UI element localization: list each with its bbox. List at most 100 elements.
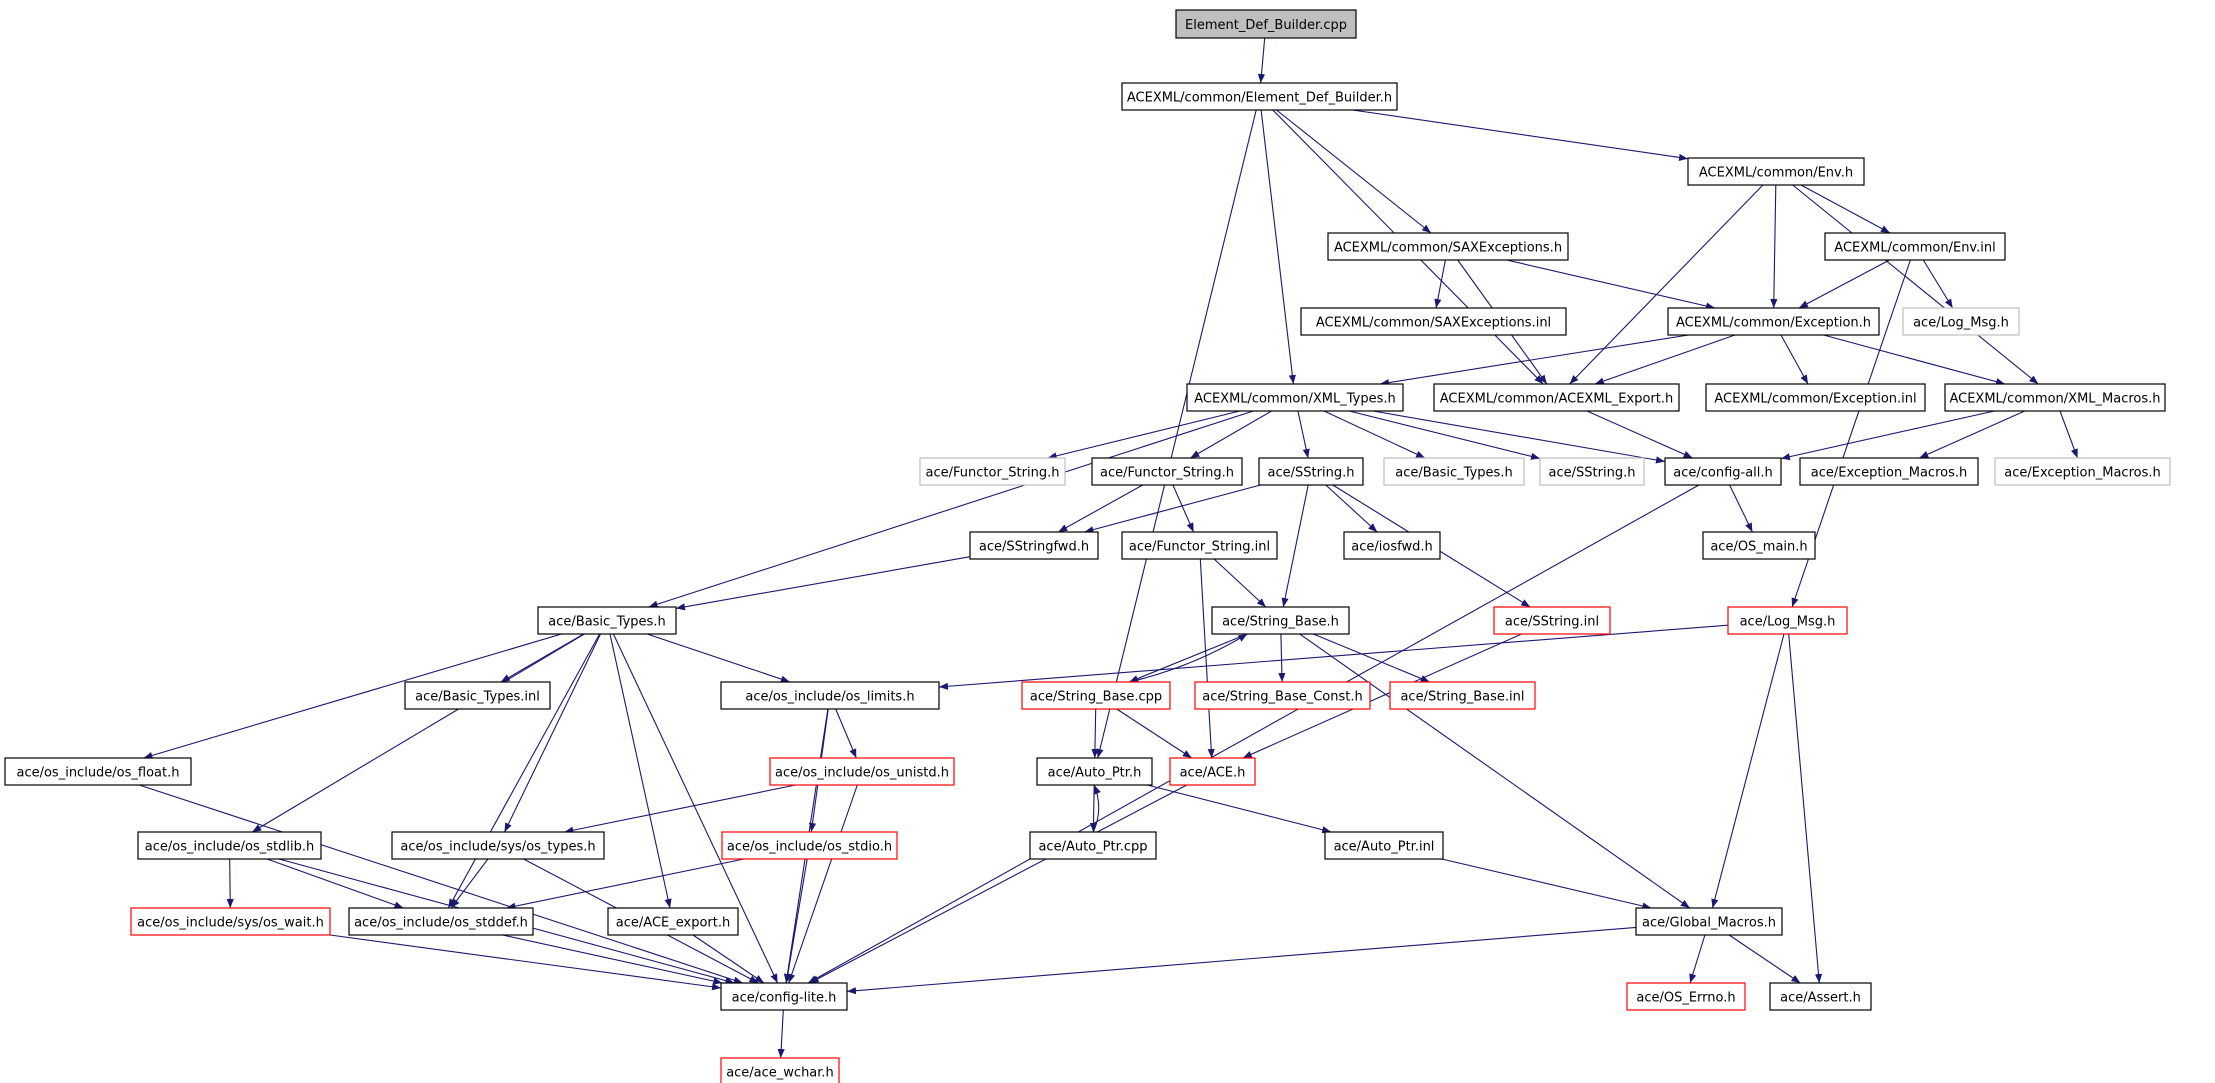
edge-xml_macros_h-to-exception_macros_h xyxy=(1919,410,2025,459)
node-os-wait-h[interactable]: ace/os_include/sys/os_wait.h xyxy=(130,907,331,936)
node-box xyxy=(1389,681,1536,710)
edge-exception_h-to-acexml_export_h xyxy=(1594,334,1736,385)
node-box xyxy=(1667,307,1880,336)
node-acexml-export-h[interactable]: ACEXML/common/ACEXML_Export.h xyxy=(1433,383,1680,412)
edge-env_h-to-acexml_export_h xyxy=(1569,184,1764,385)
edge-auto_ptr_cpp-to-auto_ptr_h xyxy=(1092,784,1101,833)
node-basic-types-gray[interactable]: ace/Basic_Types.h xyxy=(1383,457,1525,486)
node-box xyxy=(769,757,955,786)
node-ace-export-h[interactable]: ace/ACE_export.h xyxy=(607,907,739,936)
edge-edb_h-to-xml_types_h xyxy=(1260,109,1296,385)
node-box xyxy=(1626,982,1746,1011)
node-ace-wchar-h[interactable]: ace/ace_wchar.h xyxy=(720,1057,840,1083)
node-env-h[interactable]: ACEXML/common/Env.h xyxy=(1687,157,1865,186)
node-box xyxy=(1175,9,1357,39)
edge-os_stdio_h-to-config_lite_h xyxy=(784,858,808,984)
node-os-stdlib-h[interactable]: ace/os_include/os_stdlib.h xyxy=(137,831,322,860)
node-functor-string-h[interactable]: ace/Functor_String.h xyxy=(1091,457,1243,486)
edge-xml_types_h-to-functor_string_h xyxy=(1190,410,1272,459)
edge-os_stdlib_h-to-os_wait_h xyxy=(226,858,234,909)
node-box xyxy=(1727,606,1848,635)
edge-config_all_h-to-os_main_h xyxy=(1729,484,1753,533)
node-label: ace/Auto_Ptr.inl xyxy=(1334,840,1435,855)
node-config-all-h[interactable]: ace/config-all.h xyxy=(1664,457,1782,486)
node-auto-ptr-cpp[interactable]: ace/Auto_Ptr.cpp xyxy=(1029,831,1157,860)
node-basic-types-inl[interactable]: ace/Basic_Types.inl xyxy=(404,681,551,710)
node-box xyxy=(1327,232,1569,261)
node-os-float-h[interactable]: ace/os_include/os_float.h xyxy=(4,757,192,786)
node-os-stdio-h[interactable]: ace/os_include/os_stdio.h xyxy=(721,831,898,860)
node-string-base-inl[interactable]: ace/String_Base.inl xyxy=(1389,681,1536,710)
node-os-types-h[interactable]: ace/os_include/sys/os_types.h xyxy=(391,831,605,860)
edge-xml_macros_h-to-config_all_h xyxy=(1780,410,1995,461)
node-os-unistd-h[interactable]: ace/os_include/os_unistd.h xyxy=(769,757,955,786)
edge-auto_ptr_h-to-auto_ptr_cpp xyxy=(1089,784,1098,833)
node-box xyxy=(1258,457,1364,486)
node-basic-types-h[interactable]: ace/Basic_Types.h xyxy=(537,606,677,635)
node-saxexc-inl[interactable]: ACEXML/common/SAXExceptions.inl xyxy=(1300,307,1567,336)
edge-saxexc_h-to-exception_h xyxy=(1506,259,1716,310)
edge-xml_types_h-to-basic_types_h xyxy=(648,410,1254,608)
node-root[interactable]: Element_Def_Builder.cpp xyxy=(1175,9,1357,39)
node-exception-inl[interactable]: ACEXML/common/Exception.inl xyxy=(1705,383,1926,412)
node-exception-macros-gray[interactable]: ace/Exception_Macros.h xyxy=(1994,457,2171,486)
node-label: ace/os_include/os_float.h xyxy=(16,766,179,781)
node-string-base-cpp[interactable]: ace/String_Base.cpp xyxy=(1021,681,1171,710)
edge-config_lite_h-to-ace_wchar_h xyxy=(777,1009,785,1059)
node-config-lite-h[interactable]: ace/config-lite.h xyxy=(720,982,848,1011)
node-auto-ptr-inl[interactable]: ace/Auto_Ptr.inl xyxy=(1324,831,1444,860)
edge-os_stdio_h-to-os_stddef_h xyxy=(506,858,745,910)
node-log-msg-h[interactable]: ace/Log_Msg.h xyxy=(1727,606,1848,635)
node-edb-h[interactable]: ACEXML/common/Element_Def_Builder.h xyxy=(1121,82,1398,111)
node-iosfwd-h[interactable]: ace/iosfwd.h xyxy=(1343,531,1441,560)
node-functor-string-inl[interactable]: ace/Functor_String.inl xyxy=(1121,531,1278,560)
edge-functor_string_inl-to-ace_h xyxy=(1199,558,1215,759)
node-env-inl[interactable]: ACEXML/common/Env.inl xyxy=(1824,232,2006,261)
node-functor-string-gray[interactable]: ace/Functor_String.h xyxy=(919,457,1066,486)
node-assert-h[interactable]: ace/Assert.h xyxy=(1769,982,1872,1011)
edge-exception_h-to-xml_macros_h xyxy=(1823,334,2006,386)
node-box xyxy=(537,606,677,635)
node-label: ace/OS_main.h xyxy=(1710,540,1807,555)
node-os-errno-h[interactable]: ace/OS_Errno.h xyxy=(1626,982,1746,1011)
node-sstringfwd-h[interactable]: ace/SStringfwd.h xyxy=(969,531,1099,560)
node-sstring-h[interactable]: ace/SString.h xyxy=(1258,457,1364,486)
edge-edb_h-to-saxexc_h xyxy=(1276,109,1432,234)
node-box xyxy=(404,681,551,710)
node-label: ACEXML/common/XML_Types.h xyxy=(1194,392,1396,407)
node-string-base-h[interactable]: ace/String_Base.h xyxy=(1211,606,1350,635)
node-ace-h[interactable]: ace/ACE.h xyxy=(1169,757,1256,786)
node-label: ace/Functor_String.h xyxy=(926,466,1060,481)
node-log-msg-gray[interactable]: ace/Log_Msg.h xyxy=(1902,307,2020,336)
edge-auto_ptr_inl-to-global_macros_h xyxy=(1441,858,1652,910)
node-box xyxy=(1769,982,1872,1011)
node-os-limits-h[interactable]: ace/os_include/os_limits.h xyxy=(720,681,940,710)
edge-log_msg_h-to-os_limits_h xyxy=(938,624,1729,690)
node-saxexc-h[interactable]: ACEXML/common/SAXExceptions.h xyxy=(1327,232,1569,261)
node-label: ace/SStringfwd.h xyxy=(979,540,1089,555)
edge-string_base_h-to-string_base_const_h xyxy=(1278,633,1286,683)
node-label: ace/config-all.h xyxy=(1673,466,1773,481)
node-box xyxy=(1121,531,1278,560)
node-os-main-h[interactable]: ace/OS_main.h xyxy=(1702,531,1816,560)
node-string-base-const-h[interactable]: ace/String_Base_Const.h xyxy=(1194,681,1371,710)
node-sstring-gray[interactable]: ace/SString.h xyxy=(1539,457,1645,486)
node-auto-ptr-h[interactable]: ace/Auto_Ptr.h xyxy=(1036,757,1153,786)
node-exception-h[interactable]: ACEXML/common/Exception.h xyxy=(1667,307,1880,336)
node-os-stddef-h[interactable]: ace/os_include/os_stddef.h xyxy=(348,907,534,936)
edge-sstring_h-to-iosfwd_h xyxy=(1325,484,1378,533)
node-label: ace/ACE.h xyxy=(1180,766,1246,781)
node-exception-macros-h[interactable]: ace/Exception_Macros.h xyxy=(1799,457,1979,486)
node-box xyxy=(1705,383,1926,412)
node-xml-types-h[interactable]: ACEXML/common/XML_Types.h xyxy=(1186,383,1404,412)
node-label: ace/Log_Msg.h xyxy=(1913,316,2009,331)
node-label: ace/ACE_export.h xyxy=(616,916,730,931)
edge-global_macros_h-to-assert_h xyxy=(1728,934,1801,984)
node-label: ace/Functor_String.h xyxy=(1100,466,1234,481)
node-label: ace/OS_Errno.h xyxy=(1636,991,1735,1006)
node-sstring-inl[interactable]: ace/SString.inl xyxy=(1493,606,1611,635)
node-xml-macros-h[interactable]: ACEXML/common/XML_Macros.h xyxy=(1944,383,2166,412)
node-label: ace/String_Base.inl xyxy=(1400,690,1524,705)
node-global-macros-h[interactable]: ace/Global_Macros.h xyxy=(1635,907,1783,936)
